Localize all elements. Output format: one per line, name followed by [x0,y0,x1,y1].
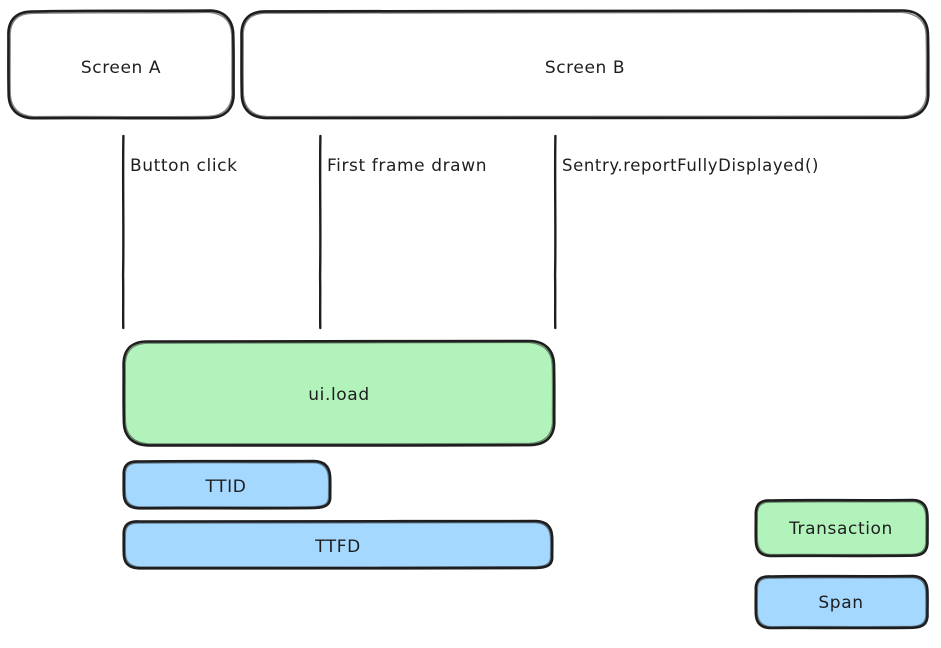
marker-first-frame-drawn-label: First frame drawn [327,156,487,176]
marker-first-frame-drawn[interactable]: First frame drawn [318,134,487,330]
screen-box-a[interactable]: Screen A [7,9,235,120]
marker-report-fully-displayed[interactable]: Sentry.reportFullyDisplayed() [553,134,819,330]
marker-button-click-label: Button click [130,156,238,176]
screen-box-b-outline [240,9,930,120]
legend-transaction-outline-second [756,500,927,556]
bar-ui-load-outline [122,339,556,447]
screen-box-a-outline-second [9,11,233,118]
bar-ui-load[interactable]: ui.load [122,339,556,447]
screen-box-a-label: Screen A [81,58,161,78]
screen-box-b[interactable]: Screen B [240,9,930,120]
bar-ttfd-fill [123,521,553,569]
legend-span-fill [755,576,928,629]
bar-ui-load-outline-second [124,341,554,445]
bar-ttid-outline-second [124,461,330,508]
legend-transaction[interactable]: Transaction [754,498,929,558]
screen-box-a-outline [7,9,235,120]
bar-ttid-outline [122,459,332,510]
markers-group: Button click First frame drawn Sentry.re… [121,134,819,330]
bar-ttfd-outline-second [124,521,552,568]
legend-span-outline-second [756,576,927,628]
bar-ttid-label: TTID [205,477,247,497]
bar-ttfd[interactable]: TTFD [122,519,554,570]
legend-span[interactable]: Span [754,574,929,630]
bar-ttfd-outline [122,519,554,570]
marker-button-click[interactable]: Button click [121,134,238,330]
bars-group: ui.load TTID TTFD [122,339,556,570]
legend-transaction-label: Transaction [788,519,893,539]
bar-ui-load-label: ui.load [308,385,369,405]
legend-span-outline [754,574,929,630]
screen-box-b-label: Screen B [545,58,625,78]
legend-group: Transaction Span [754,498,929,630]
bar-ttfd-label: TTFD [314,537,361,557]
legend-transaction-outline [754,498,929,558]
marker-report-fully-displayed-label: Sentry.reportFullyDisplayed() [562,156,819,175]
legend-span-label: Span [818,593,863,613]
bar-ttid[interactable]: TTID [122,459,332,510]
legend-transaction-fill [755,500,928,556]
bar-ui-load-fill [123,341,555,446]
bar-ttid-fill [123,461,331,509]
screen-box-b-outline-second [242,11,928,118]
screen-boxes-group: Screen A Screen B [7,9,930,120]
